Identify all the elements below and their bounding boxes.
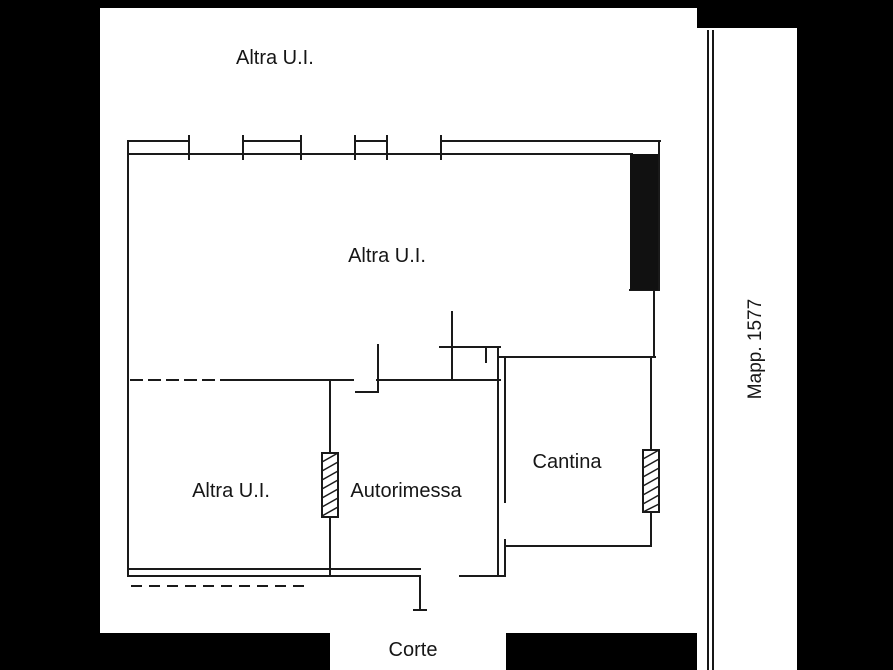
parcel-boundary-line <box>707 30 714 670</box>
label-main-unit: Altra U.I. <box>348 245 426 267</box>
window-symbol-right <box>642 449 660 513</box>
label-cellar: Cantina <box>533 451 603 473</box>
paper-courtyard-notch <box>330 633 506 670</box>
label-parcel-number: Mapp. 1577 <box>745 299 766 399</box>
label-top-unit: Altra U.I. <box>236 47 314 69</box>
paper-main <box>100 8 697 633</box>
courtyard-door-mark <box>413 576 427 611</box>
paper-sheet <box>100 8 797 670</box>
solid-wall <box>630 154 658 290</box>
label-courtyard: Corte <box>389 639 438 661</box>
label-garage: Autorimessa <box>350 480 462 502</box>
label-left-unit: Altra U.I. <box>192 480 270 502</box>
window-symbol-left <box>321 452 339 518</box>
interior-walls <box>127 311 506 577</box>
